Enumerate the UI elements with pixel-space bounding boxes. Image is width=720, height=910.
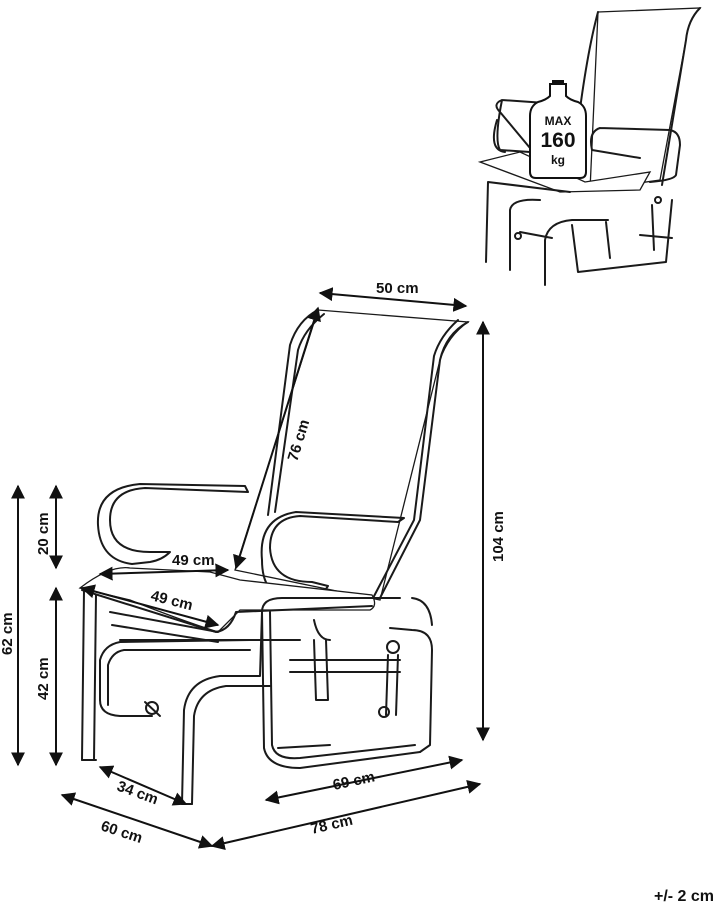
label-total-height-side: 62 cm	[0, 612, 16, 655]
label-total-height: 104 cm	[490, 511, 507, 562]
dim-line-seat-depth	[80, 584, 220, 629]
dim-line-seat-back-width	[318, 287, 468, 312]
label-total-width: 60 cm	[99, 818, 145, 847]
main-chair	[78, 309, 470, 805]
dim-line-back-height	[233, 306, 321, 570]
weight-icon	[529, 83, 587, 179]
dim-line-seat-width	[98, 563, 230, 581]
dim-line-total-depth	[210, 780, 482, 850]
label-base-depth: 69 cm	[331, 768, 376, 793]
badge-weight-value: 160	[540, 129, 575, 152]
label-seat-width: 49 cm	[172, 552, 215, 569]
weight-limit-badge: MAX 160 kg	[529, 80, 587, 179]
label-seat-back-width: 50 cm	[376, 280, 419, 297]
badge-max-label: MAX	[545, 114, 572, 128]
dimension-lines	[11, 287, 490, 850]
label-total-depth: 78 cm	[309, 812, 354, 838]
dim-line-total-width	[60, 792, 214, 849]
tolerance-note: +/- 2 cm	[653, 888, 714, 905]
label-seat-height: 42 cm	[35, 657, 52, 700]
thumbnail-chair	[477, 7, 702, 286]
badge-weight-unit: kg	[551, 153, 565, 167]
label-armrest-height: 20 cm	[35, 512, 52, 555]
